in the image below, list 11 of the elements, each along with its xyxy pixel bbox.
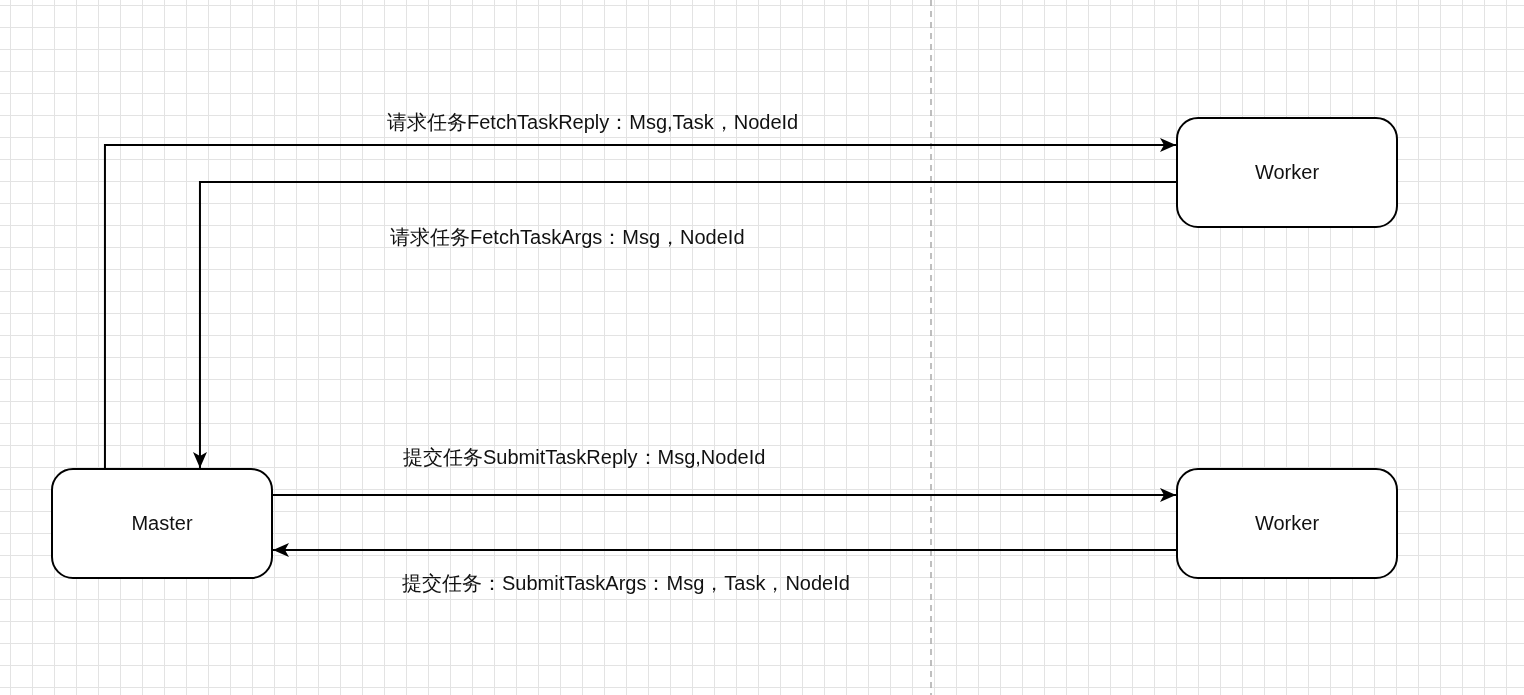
- arrow: [272, 543, 1177, 558]
- arrow: [272, 487, 1177, 502]
- edge-label: 请求任务FetchTaskReply：Msg,Task，NodeId: [387, 109, 799, 135]
- process-box: Worker: [1176, 117, 1398, 228]
- arrow: [192, 181, 1177, 469]
- edge-label: 请求任务FetchTaskArgs：Msg，NodeId: [390, 224, 745, 250]
- process-box: Master: [51, 468, 273, 579]
- process-box: Worker: [1176, 468, 1398, 579]
- edge-label: 提交任务SubmitTaskReply：Msg,NodeId: [403, 444, 766, 470]
- edge-label: 提交任务：SubmitTaskArgs：Msg，Task，NodeId: [402, 570, 850, 596]
- arrow: [103, 137, 1177, 469]
